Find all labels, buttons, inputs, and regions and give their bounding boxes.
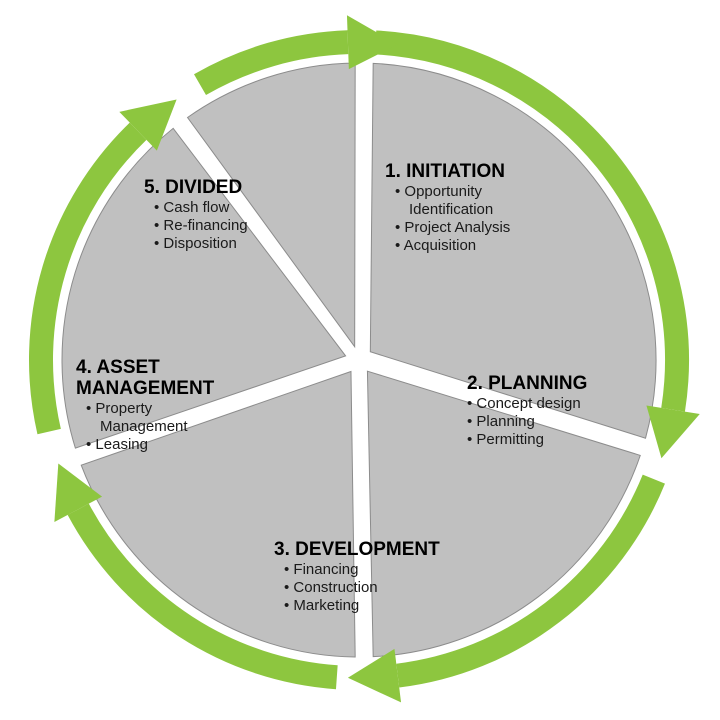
arrowhead-icon — [119, 99, 177, 151]
stage-item: • Planning — [467, 413, 535, 430]
stage-label-divided: 5. DIVIDED• Cash flow• Re-financing• Dis… — [144, 177, 248, 252]
stage-item: • Opportunity — [395, 183, 482, 200]
stage-label-initiation: 1. INITIATION• OpportunityIdentification… — [385, 161, 510, 254]
stage-item: • Marketing — [284, 597, 359, 614]
stage-title: 3. DEVELOPMENT — [274, 539, 440, 560]
cycle-arrow-body — [375, 30, 689, 412]
stage-title: 1. INITIATION — [385, 161, 505, 182]
stage-item: Management — [100, 418, 188, 435]
stage-item: • Leasing — [86, 436, 148, 453]
stage-item: • Permitting — [467, 431, 544, 448]
cycle-arrow-body — [194, 30, 349, 96]
arrowhead-icon — [646, 405, 700, 459]
arrowhead-icon — [54, 463, 103, 522]
stage-item: • Project Analysis — [395, 219, 510, 236]
cycle-arrow-body — [396, 474, 665, 688]
stage-item: • Construction — [284, 579, 378, 596]
cycle-arrow-body — [67, 503, 338, 690]
stage-title: MANAGEMENT — [76, 378, 215, 399]
segment-development — [80, 370, 356, 658]
cycle-arrow-body — [29, 122, 147, 435]
segment-initiation — [369, 62, 657, 439]
stage-label-planning: 2. PLANNING• Concept design• Planning• P… — [467, 373, 587, 448]
segment-planning — [366, 370, 641, 658]
stage-item: • Acquisition — [395, 237, 476, 254]
stage-labels: 1. INITIATION• OpportunityIdentification… — [76, 161, 587, 614]
stage-item: • Disposition — [154, 235, 237, 252]
stage-item: • Concept design — [467, 395, 581, 412]
stage-item: • Re-financing — [154, 217, 248, 234]
stage-title: 4. ASSET — [76, 357, 160, 378]
stage-item: • Property — [86, 400, 153, 417]
segment-asset-management — [61, 127, 347, 449]
stage-item: Identification — [409, 201, 493, 218]
stage-item: • Cash flow — [154, 199, 229, 216]
arrowhead-icon — [347, 648, 402, 703]
arrowhead-icon — [346, 15, 398, 70]
stage-title: 5. DIVIDED — [144, 177, 242, 198]
stage-item: • Financing — [284, 561, 358, 578]
segment-divided — [186, 62, 356, 349]
pie-segments — [61, 62, 657, 658]
stage-label-development: 3. DEVELOPMENT• Financing• Construction•… — [274, 539, 440, 614]
stage-title: 2. PLANNING — [467, 373, 587, 394]
cycle-arrows — [29, 15, 700, 703]
